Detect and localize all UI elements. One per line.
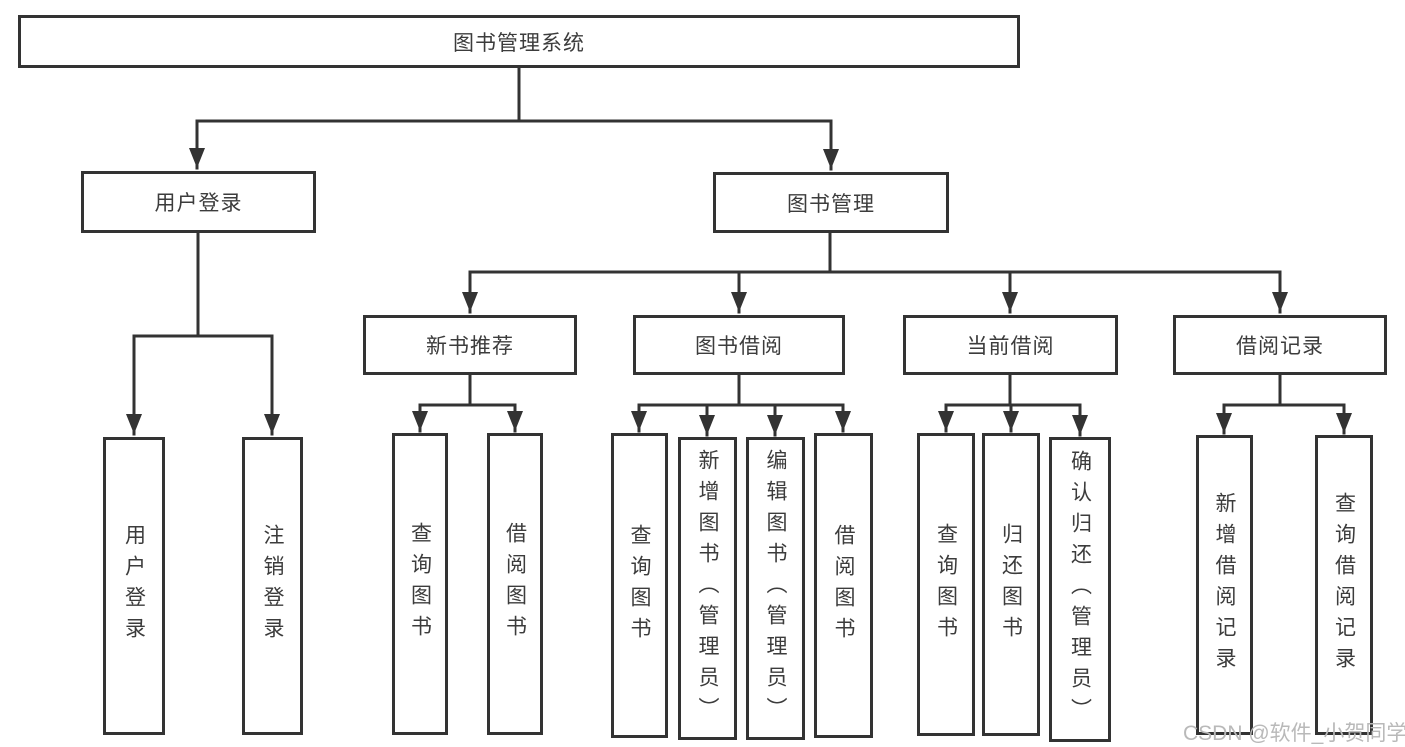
leaf-add-book-admin: 新增图书（管理员） <box>678 437 737 740</box>
node-library-management-system: 图书管理系统 <box>18 15 1020 68</box>
node-user-login: 用户登录 <box>81 171 316 233</box>
leaf-edit-book-admin: 编辑图书（管理员） <box>746 437 805 740</box>
node-book-borrow: 图书借阅 <box>633 315 845 375</box>
leaf-query-books-current: 查询图书 <box>917 433 975 736</box>
leaf-query-books-recommend: 查询图书 <box>392 433 448 735</box>
leaf-borrow-books-recommend: 借阅图书 <box>487 433 543 735</box>
leaf-add-borrow-record: 新增借阅记录 <box>1196 435 1253 735</box>
leaf-borrow-books: 借阅图书 <box>814 433 873 738</box>
csdn-watermark: CSDN @软件_小贺同学 <box>1183 722 1405 745</box>
node-new-book-recommend: 新书推荐 <box>363 315 577 375</box>
leaf-logout: 注销登录 <box>242 437 303 735</box>
leaf-query-borrow-record: 查询借阅记录 <box>1315 435 1373 735</box>
leaf-query-books-borrow: 查询图书 <box>611 433 668 738</box>
node-book-management: 图书管理 <box>713 172 949 233</box>
leaf-return-book: 归还图书 <box>982 433 1040 736</box>
leaf-confirm-return-admin: 确认归还（管理员） <box>1049 437 1111 742</box>
node-current-borrow: 当前借阅 <box>903 315 1118 375</box>
node-borrow-records: 借阅记录 <box>1173 315 1387 375</box>
leaf-user-login: 用户登录 <box>103 437 165 735</box>
